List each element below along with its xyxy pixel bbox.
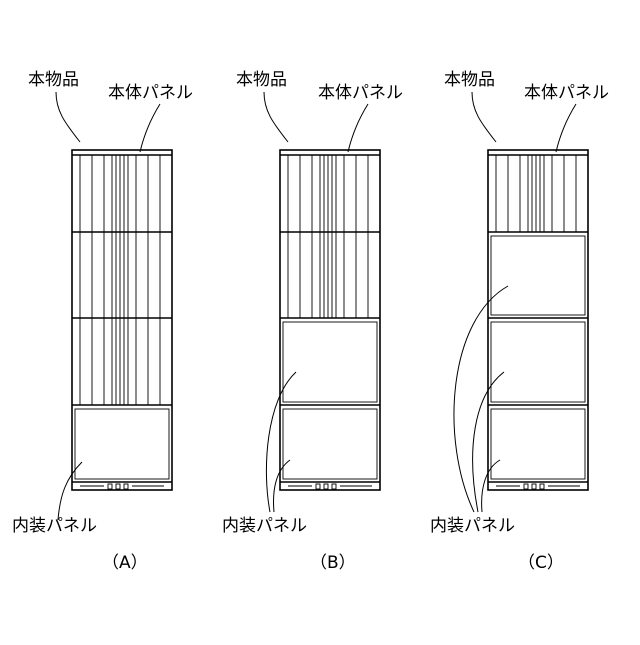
body-panel-leader-line (140, 104, 160, 152)
body-panel (496, 155, 576, 232)
outer-frame (72, 150, 172, 490)
body-panel-label: 本体パネル (108, 83, 193, 103)
body-panel-label: 本体パネル (524, 83, 609, 103)
product-leader-line (472, 92, 496, 142)
base-detail (496, 484, 580, 489)
interior-panel (491, 409, 585, 479)
interior-panel (491, 236, 585, 315)
interior-panel (283, 409, 377, 479)
interior-panel (283, 322, 377, 402)
interior-panel-leader-line (58, 462, 82, 520)
interior-panel-label: 内装パネル (430, 516, 515, 536)
product-label: 本物品 (444, 70, 495, 90)
interior-panel-label: 内装パネル (12, 516, 97, 536)
interior-panel-leader-line (274, 460, 290, 512)
shelf-unit (280, 150, 380, 490)
body-panel (80, 155, 160, 405)
figure-caption: （A） (102, 553, 148, 573)
product-leader-line (56, 92, 80, 142)
body-panel-leader-line (348, 104, 368, 152)
figure-b: 本物品 本体パネル (222, 70, 403, 573)
figure-caption: （B） (310, 553, 356, 573)
shelf-unit (72, 150, 172, 490)
product-label: 本物品 (28, 70, 79, 90)
interior-panel-label: 内装パネル (222, 516, 307, 536)
interior-panel (491, 322, 585, 402)
interior-panel-leader-line (454, 286, 508, 512)
figure-a: 本物品 本体パネル (12, 70, 193, 573)
interior-panel-leader-line (266, 372, 296, 512)
outer-frame (280, 150, 380, 490)
base-detail (80, 484, 164, 489)
product-leader-line (264, 92, 288, 142)
interior-panel (75, 409, 169, 479)
outer-frame (488, 150, 588, 490)
product-label: 本物品 (236, 70, 287, 90)
figure-c: 本物品 本体パネル (430, 70, 609, 573)
body-panel-label: 本体パネル (318, 83, 403, 103)
body-panel (288, 155, 368, 318)
shelf-unit (488, 150, 588, 490)
base-detail (288, 484, 372, 489)
figure-caption: （C） (518, 553, 564, 573)
body-panel-leader-line (556, 104, 576, 152)
